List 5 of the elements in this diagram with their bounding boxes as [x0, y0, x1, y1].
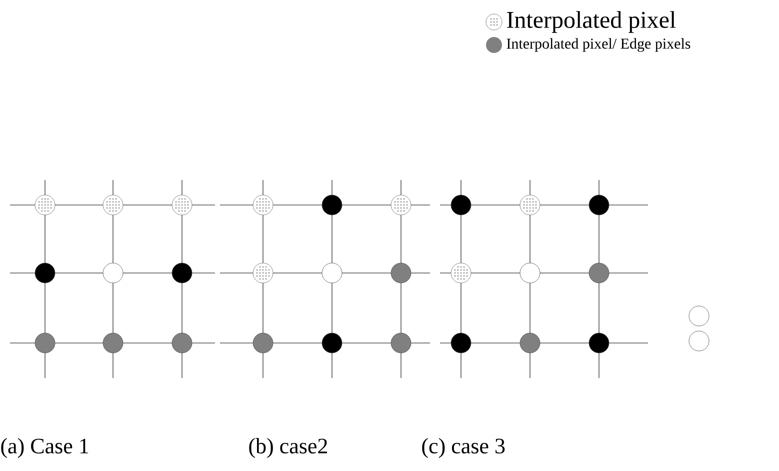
- caption: (b) case2: [249, 438, 327, 458]
- legend-text: Interpolated pixel: [507, 11, 676, 33]
- caption: (c) case 3: [422, 438, 505, 458]
- legend-text: Interpolated pixel/ Edge pixels: [506, 38, 690, 52]
- caption: (a) Case 1: [1, 438, 88, 458]
